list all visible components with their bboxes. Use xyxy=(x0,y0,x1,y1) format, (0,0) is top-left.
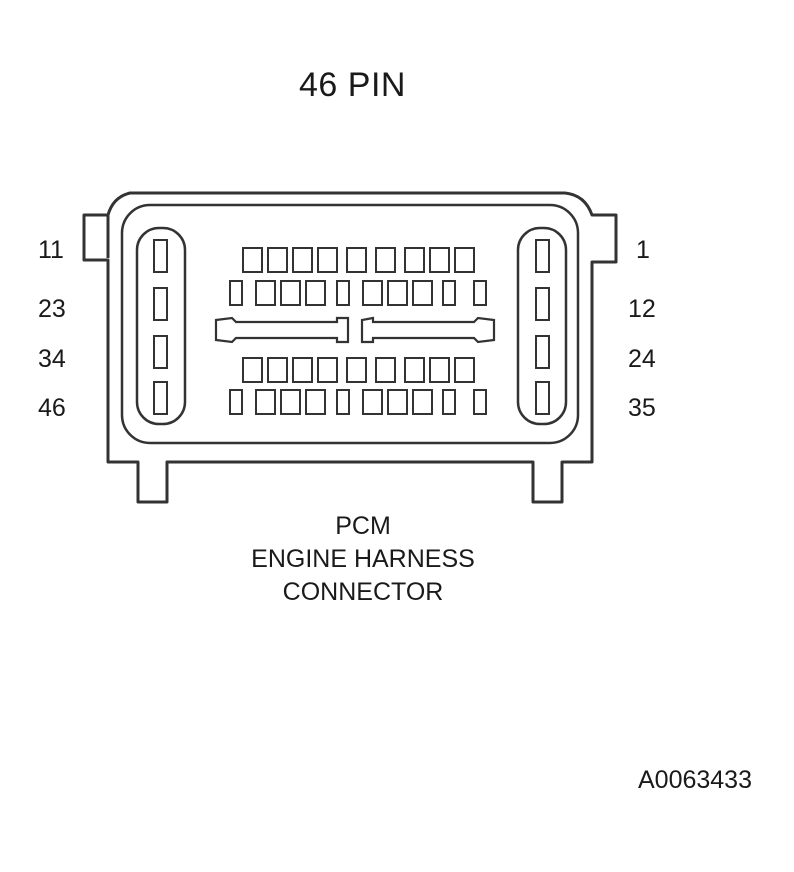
pin-cavity xyxy=(267,357,288,383)
pin-cavity xyxy=(535,239,550,273)
pin-cavity xyxy=(535,335,550,369)
caption-line-1: PCM xyxy=(335,512,391,540)
pin-label-23: 23 xyxy=(38,295,66,323)
pin-cavity xyxy=(229,280,243,306)
pin-cavity xyxy=(305,280,326,306)
pin-cavity xyxy=(404,357,425,383)
pin-cavity xyxy=(242,357,263,383)
pin-cavity xyxy=(362,280,383,306)
pin-cavity xyxy=(317,247,338,273)
pin-cavity xyxy=(229,389,243,415)
pin-label-35: 35 xyxy=(628,394,656,422)
pin-cavity xyxy=(442,280,456,306)
diagram-title: 46 PIN xyxy=(299,66,406,104)
pin-cavity xyxy=(336,389,350,415)
pin-cavity xyxy=(429,247,450,273)
pin-cavity xyxy=(292,247,313,273)
pin-cavity xyxy=(429,357,450,383)
left-pin-column xyxy=(135,226,187,426)
pin-cavity xyxy=(346,357,367,383)
pin-cavity xyxy=(305,389,326,415)
pin-label-11: 11 xyxy=(38,236,64,264)
pin-cavity xyxy=(255,389,276,415)
left-latch xyxy=(214,316,350,344)
pin-cavity xyxy=(404,247,425,273)
pin-cavity xyxy=(454,357,475,383)
right-latch xyxy=(360,316,496,344)
pin-label-34: 34 xyxy=(38,345,66,373)
pin-cavity xyxy=(387,280,408,306)
pin-cavity xyxy=(153,239,168,273)
pin-cavity xyxy=(375,357,396,383)
pin-cavity xyxy=(255,280,276,306)
connector-caption: PCM ENGINE HARNESS CONNECTOR xyxy=(213,510,513,609)
pin-cavity xyxy=(317,357,338,383)
pin-label-12: 12 xyxy=(628,295,656,323)
pin-cavity xyxy=(412,280,433,306)
pin-cavity xyxy=(412,389,433,415)
right-pin-column xyxy=(516,226,568,426)
pin-cavity xyxy=(375,247,396,273)
pin-cavity xyxy=(280,389,301,415)
pin-cavity xyxy=(387,389,408,415)
pin-cavity xyxy=(153,287,168,321)
caption-line-2: ENGINE HARNESS xyxy=(251,545,475,573)
pin-cavity xyxy=(362,389,383,415)
pin-cavity xyxy=(242,247,263,273)
pin-label-1: 1 xyxy=(636,236,650,264)
connector-inner-border xyxy=(120,203,580,445)
pin-cavity xyxy=(442,389,456,415)
pin-cavity xyxy=(346,247,367,273)
pin-label-24: 24 xyxy=(628,345,656,373)
pin-cavity xyxy=(267,247,288,273)
connector-housing xyxy=(82,191,618,504)
pin-cavity xyxy=(535,287,550,321)
pin-cavity xyxy=(336,280,350,306)
caption-line-3: CONNECTOR xyxy=(282,578,444,606)
pin-cavity xyxy=(153,381,168,415)
pin-cavity xyxy=(454,247,475,273)
pin-label-46: 46 xyxy=(38,394,66,422)
pin-cavity xyxy=(280,280,301,306)
pin-cavity xyxy=(535,381,550,415)
figure-id: A0063433 xyxy=(637,766,752,794)
pin-cavity xyxy=(473,389,487,415)
pin-cavity xyxy=(292,357,313,383)
pin-cavity xyxy=(473,280,487,306)
pin-cavity xyxy=(153,335,168,369)
